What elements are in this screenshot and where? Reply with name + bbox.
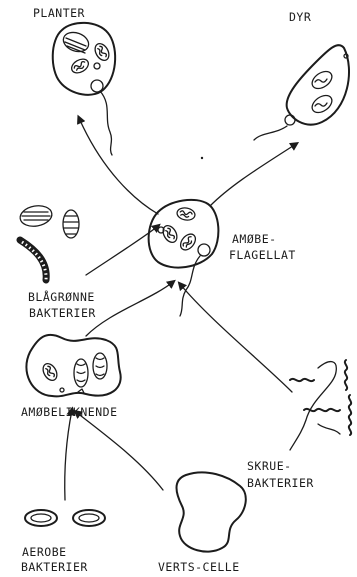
arrow-to-plant xyxy=(79,118,158,214)
arrow-from-amoeboid xyxy=(86,282,173,336)
animal-cell-icon xyxy=(254,45,349,140)
arrow-from-spirochetes xyxy=(180,284,292,392)
arrow-from-blue-green xyxy=(86,226,158,275)
amoeboid-cell-icon xyxy=(26,335,120,397)
spirochetes-icon xyxy=(290,360,351,450)
host-cell-icon xyxy=(177,472,246,551)
plant-cell-icon xyxy=(53,23,115,155)
speck xyxy=(201,157,203,159)
blue-green-bacteria-icon xyxy=(19,203,79,280)
evolution-arrows xyxy=(65,118,296,500)
arrow-to-animal xyxy=(210,144,296,206)
arrow-from-host xyxy=(76,412,163,490)
arrow-from-aerobe xyxy=(65,410,72,500)
amoebo-flagellate-icon xyxy=(149,200,219,316)
aerobic-bacteria-icon xyxy=(25,510,105,526)
